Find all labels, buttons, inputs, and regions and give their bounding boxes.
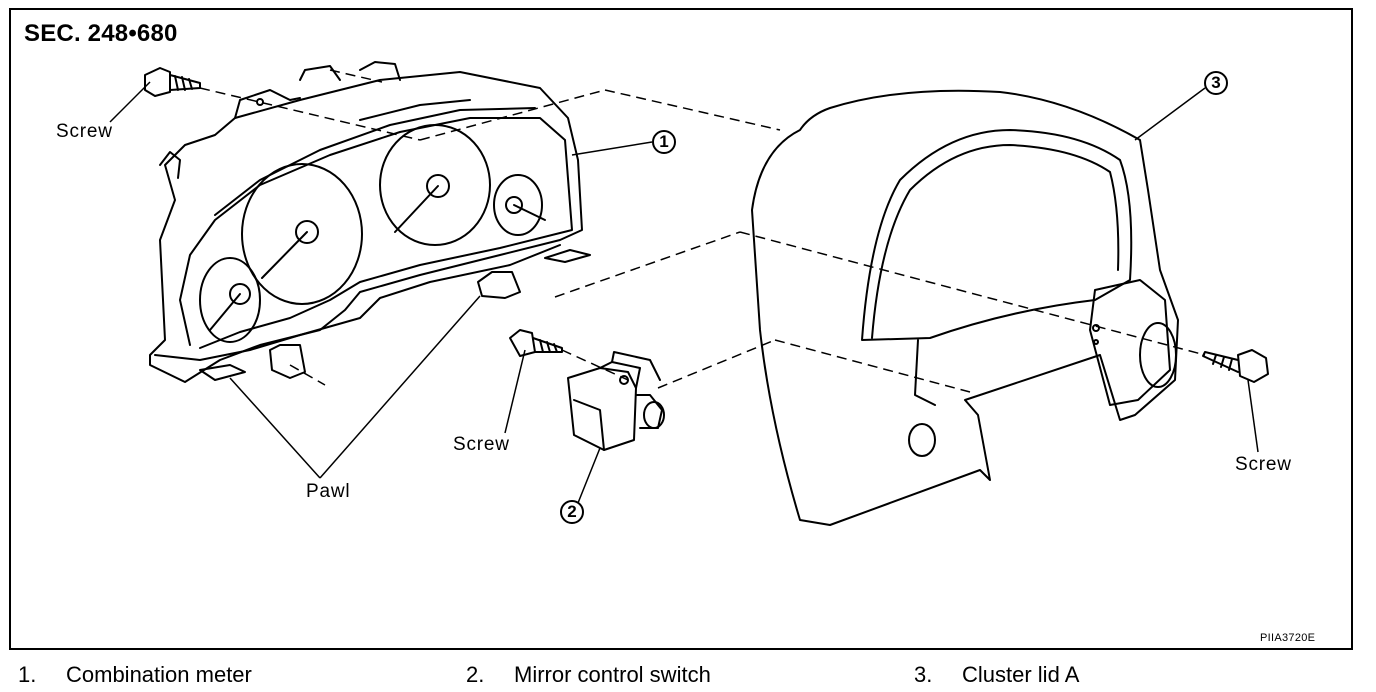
diagram-frame bbox=[9, 8, 1353, 650]
mirror-control-switch bbox=[567, 351, 665, 451]
screw-label-middle: Screw bbox=[453, 434, 510, 455]
screw-label-left: Screw bbox=[56, 121, 113, 142]
legend-item-1: 1. Combination meter bbox=[18, 662, 252, 688]
callout-2: 2 bbox=[560, 500, 584, 524]
legend-item-2: 2. Mirror control switch bbox=[466, 662, 711, 688]
legend-name: Mirror control switch bbox=[514, 662, 711, 687]
legend-item-3: 3. Cluster lid A bbox=[914, 662, 1079, 688]
legend-number: 2. bbox=[466, 662, 485, 687]
screw-label-right: Screw bbox=[1235, 454, 1292, 475]
combination-meter bbox=[149, 61, 591, 383]
image-code: PIIA3720E bbox=[1260, 632, 1316, 644]
callout-1: 1 bbox=[652, 130, 676, 154]
legend-number: 3. bbox=[914, 662, 933, 687]
legend-name: Combination meter bbox=[66, 662, 252, 687]
screw-left bbox=[144, 67, 201, 97]
screw-middle bbox=[509, 329, 563, 357]
callout-3: 3 bbox=[1204, 71, 1228, 95]
pawl-label: Pawl bbox=[306, 481, 351, 502]
screw-right bbox=[1202, 349, 1269, 383]
legend-name: Cluster lid A bbox=[962, 662, 1080, 687]
legend-number: 1. bbox=[18, 662, 37, 687]
section-title: SEC. 248•680 bbox=[24, 20, 178, 47]
cluster-lid-a bbox=[751, 89, 1179, 526]
